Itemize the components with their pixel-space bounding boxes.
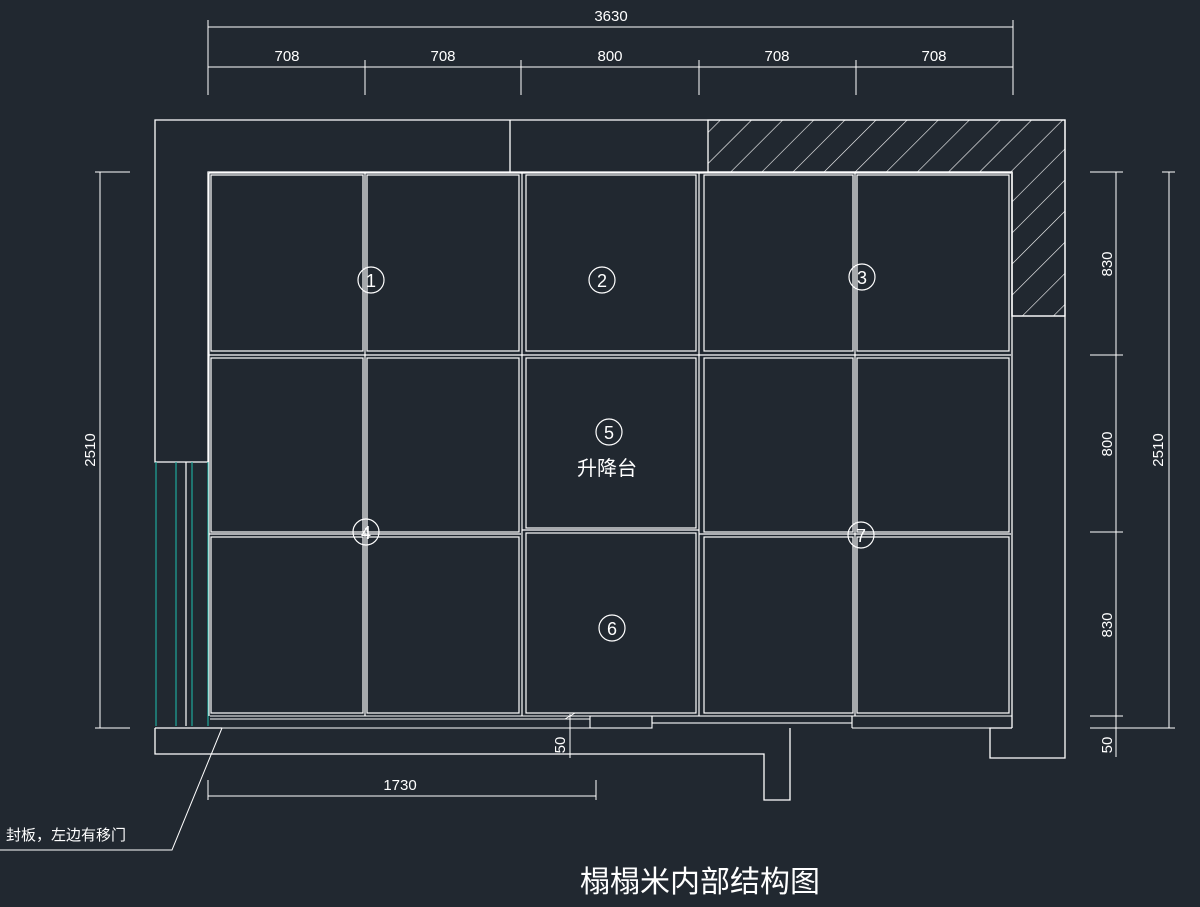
module-6-marker: 6 xyxy=(598,614,626,642)
dim-top-seg-1: 708 xyxy=(274,48,299,65)
module-1-marker: 1 xyxy=(357,266,385,294)
sealing-note: 封板，左边有移门 xyxy=(6,826,126,844)
module-7-number: 7 xyxy=(856,526,866,546)
tatami-panel xyxy=(366,357,520,533)
tatami-panel xyxy=(366,536,520,714)
dim-right-seg-3: 830 xyxy=(1099,612,1116,637)
dim-left-height: 2510 xyxy=(82,433,99,466)
tatami-panel xyxy=(210,536,364,714)
dim-bottom-gap: 50 xyxy=(552,737,569,754)
module-7-marker: 7 xyxy=(847,521,875,549)
tatami-panels xyxy=(208,172,1011,716)
drawing-title: 榻榻米内部结构图 xyxy=(580,865,820,900)
dim-right-bottom-gap: 50 xyxy=(1099,737,1116,754)
dim-total-width: 3630 xyxy=(594,8,627,25)
sealing-board xyxy=(210,715,1012,729)
module-6-number: 6 xyxy=(607,619,617,639)
tatami-panel xyxy=(856,536,1010,714)
bottom-length-dimension xyxy=(207,780,597,800)
module-3-number: 3 xyxy=(857,268,867,288)
tatami-panel xyxy=(856,357,1010,533)
tatami-panel xyxy=(856,174,1010,352)
module-1-number: 1 xyxy=(366,271,376,291)
module-4-number: 4 xyxy=(361,523,371,543)
bottom-gap-dimension xyxy=(564,712,576,758)
dim-top-seg-5: 708 xyxy=(921,48,946,65)
dim-bottom-length: 1730 xyxy=(383,777,416,794)
dim-right-seg-2: 800 xyxy=(1099,431,1116,456)
module-2-marker: 2 xyxy=(588,266,616,294)
tatami-panel xyxy=(366,174,520,352)
module-markers: 1 2 3 4 5 6 7 xyxy=(352,263,876,642)
sliding-door xyxy=(155,462,209,726)
note-leader xyxy=(0,727,223,851)
module-3-marker: 3 xyxy=(848,263,876,291)
module-4-marker: 4 xyxy=(352,518,380,546)
tatami-panel xyxy=(525,532,697,714)
dim-right-seg-1: 830 xyxy=(1099,251,1116,276)
tatami-panel xyxy=(703,174,854,352)
tatami-panel xyxy=(525,174,697,352)
left-dimension xyxy=(95,171,130,729)
right-dimensions xyxy=(1090,171,1175,757)
dim-top-seg-2: 708 xyxy=(430,48,455,65)
tatami-panel xyxy=(525,357,697,529)
dim-right-height: 2510 xyxy=(1150,433,1167,466)
module-2-number: 2 xyxy=(597,271,607,291)
tatami-panel xyxy=(703,536,854,714)
hatched-wall xyxy=(707,119,1066,317)
module-5-number: 5 xyxy=(604,423,614,443)
top-dimensions xyxy=(207,20,1014,95)
module-5-marker: 5 xyxy=(595,418,623,446)
tatami-panel xyxy=(703,357,854,533)
tatami-panel xyxy=(210,174,364,352)
tatami-panel xyxy=(210,357,364,533)
lift-platform-label: 升降台 xyxy=(577,456,637,480)
dim-top-seg-3: 800 xyxy=(597,48,622,65)
dim-top-seg-4: 708 xyxy=(764,48,789,65)
